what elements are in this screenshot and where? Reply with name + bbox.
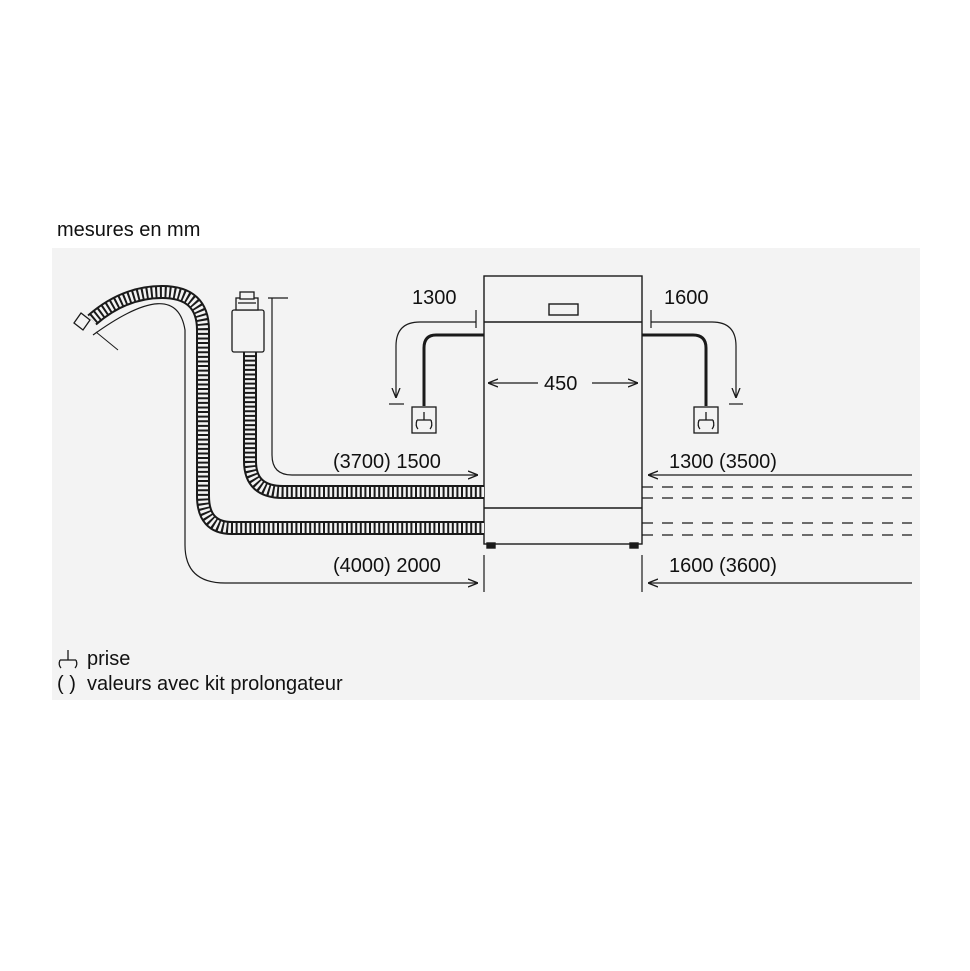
hose-dimension-lines-left (92, 297, 643, 592)
power-cords (389, 310, 743, 406)
inlet-hose (243, 352, 484, 499)
hose-dimension-lines-right (648, 475, 912, 583)
left-power-cord-length: 1300 (412, 287, 457, 309)
units-note: mesures en mm (57, 219, 201, 241)
legend-extension-symbol: ( ) (57, 673, 76, 695)
inlet-hose-length: (3700) 1500 (333, 451, 441, 473)
legend-extension-label: valeurs avec kit prolongateur (87, 673, 343, 695)
dishwasher-width: 450 (544, 373, 578, 395)
control-panel-display (548, 303, 579, 316)
drain-hose-length: (4000) 2000 (333, 555, 441, 577)
wall-socket-left (411, 406, 437, 434)
aquastop-valve (231, 291, 265, 353)
right-power-cord-length: 1600 (664, 287, 709, 309)
dishwasher (483, 275, 643, 549)
legend-outlet-label: prise (87, 648, 131, 670)
wall-socket-right (693, 406, 719, 434)
right-drain-length: 1600 (3600) (669, 555, 777, 577)
drain-hose (73, 284, 484, 535)
extension-dashed-lines (642, 486, 912, 536)
right-inlet-length: 1300 (3500) (669, 451, 777, 473)
outlet-symbol-icon (58, 650, 78, 669)
